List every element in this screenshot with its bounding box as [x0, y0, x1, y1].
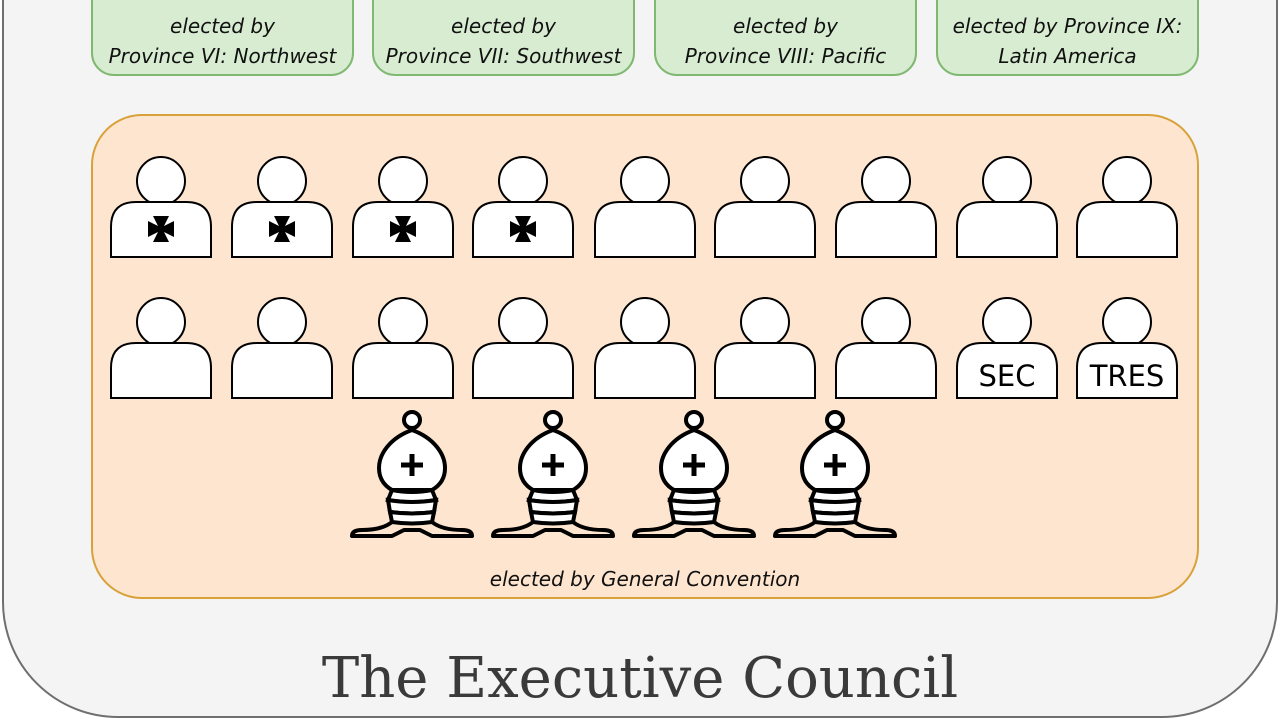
province-label-line2: Province VI: Northwest — [109, 44, 338, 68]
province-label-line1: elected by — [451, 14, 557, 38]
council-member-tres: TRES — [1076, 297, 1178, 399]
province-box-frame — [654, 0, 917, 76]
member-role-label: SEC — [979, 359, 1036, 393]
council-members: SEC TRES — [110, 156, 1178, 399]
province-box: elected by Province IX: Latin America — [936, 0, 1199, 76]
province-box: elected by Province VIII: Pacific — [654, 0, 917, 76]
council-member-sec: SEC — [956, 297, 1058, 399]
province-box: elected by Province VI: Northwest — [91, 0, 354, 76]
province-label-line1: elected by Province IX: — [953, 14, 1183, 38]
province-box-frame — [372, 0, 635, 76]
province-box: elected by Province VII: Southwest — [372, 0, 635, 76]
province-label-line2: Province VIII: Pacific — [685, 44, 887, 68]
member-role-label: TRES — [1089, 359, 1165, 393]
council-title: The Executive Council — [322, 646, 958, 711]
province-box-frame — [91, 0, 354, 76]
province-box-frame — [936, 0, 1199, 76]
province-label-line1: elected by — [170, 14, 276, 38]
general-convention-caption: elected by General Convention — [490, 567, 800, 591]
province-label-line1: elected by — [733, 14, 839, 38]
province-label-line2: Latin America — [998, 44, 1136, 68]
province-label-line2: Province VII: Southwest — [386, 44, 623, 68]
